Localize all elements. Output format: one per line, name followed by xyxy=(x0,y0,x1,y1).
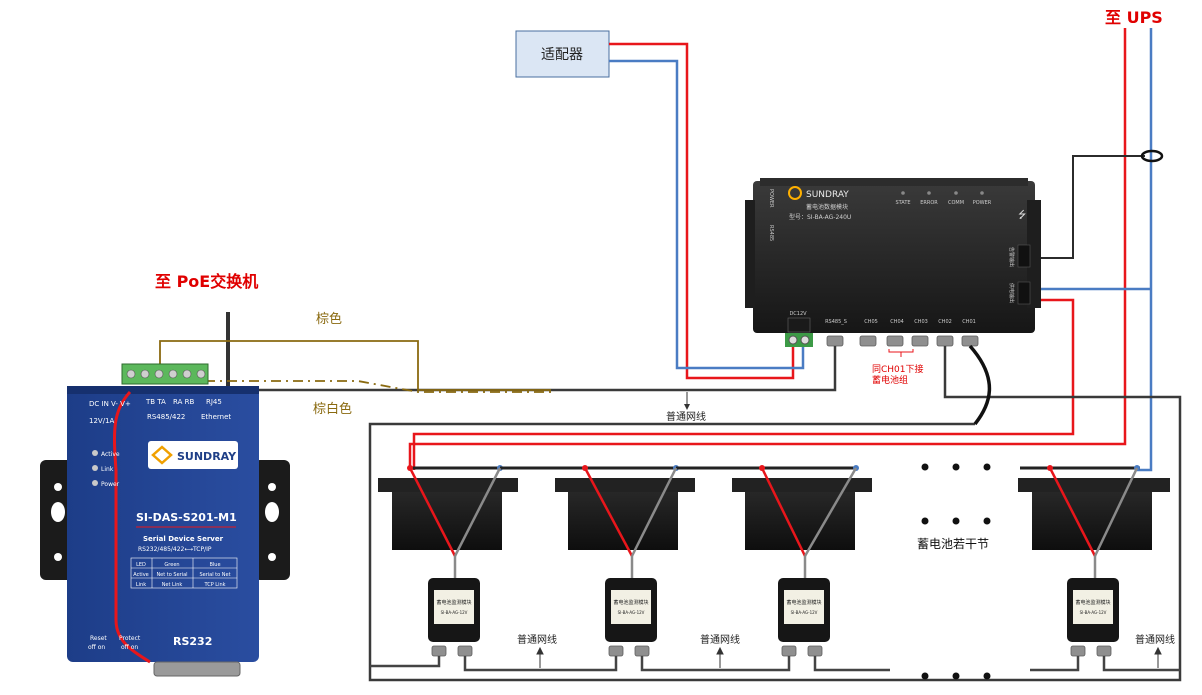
collector-plugs xyxy=(826,335,979,347)
server-terminal-label: TB TA xyxy=(145,398,166,406)
collector-power-out-label: 供电输出 xyxy=(1008,283,1015,303)
cable-arrow-top xyxy=(684,392,690,410)
sensor-2-name: 蓄电池监测模块 xyxy=(613,599,648,606)
network-cable-label-1: 普通网线 xyxy=(517,633,557,646)
server-brand: SUNDRAY xyxy=(177,450,237,463)
collector-dc-label: DC12V xyxy=(789,311,807,317)
server-reset-state: off on xyxy=(88,644,105,651)
server-led-link: Link xyxy=(101,466,114,473)
daisy-chain-cables xyxy=(370,656,1180,672)
ups-wires xyxy=(408,28,1153,472)
poe-switch-label: 至 PoE交换机 xyxy=(155,272,258,291)
brown-label: 棕色 xyxy=(316,311,342,327)
serial-device-server: DC IN V- V+ 12V/1A TB TA RA RB RJ45 RS48… xyxy=(40,363,290,677)
port-ch05: CH05 xyxy=(864,319,878,325)
server-rating: 12V/1A xyxy=(89,417,115,425)
sensor-wires xyxy=(408,467,1139,578)
collector-led-error: ERROR xyxy=(920,200,938,206)
sensor-module-n: 蓄电池监测模块 SI-BA-AG-12V xyxy=(1067,578,1119,642)
collector-led-power: POWER xyxy=(973,200,992,206)
server-table-r1c2: Serial to Net xyxy=(199,572,230,578)
network-cable-label-2: 普通网线 xyxy=(700,633,740,646)
sensor-n-model: SI-BA-AG-12V xyxy=(1080,610,1107,615)
server-table-r2c2: TCP Link xyxy=(203,582,225,588)
rs485-wires xyxy=(159,340,551,393)
server-protocol: RS232/485/422⟷TCP/IP xyxy=(138,546,212,553)
collector-led-comm: COMM xyxy=(948,200,964,206)
brown-white-label: 棕白色 xyxy=(313,401,352,417)
adapter-label: 适配器 xyxy=(541,47,583,63)
server-led-power: Power xyxy=(101,481,120,488)
collector-model: 型号：SI-BA-AG-240U xyxy=(789,213,851,221)
battery-bank: 蓄电池若干节 xyxy=(378,463,1170,680)
port-ch01: CH01 xyxy=(962,319,976,325)
server-rs232-label: RS232 xyxy=(173,635,212,648)
port-ch03: CH03 xyxy=(914,319,928,325)
cable-clamp xyxy=(1140,149,1164,163)
server-ethernet-label: Ethernet xyxy=(201,413,231,421)
server-table-r2c1: Net Link xyxy=(162,582,183,588)
battery-n xyxy=(1018,465,1170,550)
dc-terminal xyxy=(785,333,813,347)
port-ch02: CH02 xyxy=(938,319,952,325)
sensor-1-name: 蓄电池监测模块 xyxy=(436,599,471,606)
server-table-h0: LED xyxy=(136,562,146,568)
ch01-note-line1: 同CH01下接 xyxy=(872,363,924,375)
ups-label: 至 UPS xyxy=(1105,8,1163,27)
sensor-plugs xyxy=(431,645,1112,657)
collector-port-power: POWER xyxy=(768,189,774,208)
collector-name: 蓄电池数据模块 xyxy=(806,203,848,211)
battery-2 xyxy=(500,465,695,550)
server-reset-label: Reset xyxy=(90,635,107,642)
power-adapter: 适配器 xyxy=(515,30,610,78)
server-table-r2c0: Link xyxy=(136,582,146,588)
ellipsis-dots xyxy=(921,463,991,680)
sensor-1-model: SI-BA-AG-12V xyxy=(441,610,468,615)
sensor-2-model: SI-BA-AG-12V xyxy=(618,610,645,615)
battery-group-label: 蓄电池若干节 xyxy=(917,537,989,551)
server-rs485-label: RS485/422 xyxy=(147,413,185,421)
collector-port-rs485: RS485 xyxy=(768,225,774,241)
sensor-n-name: 蓄电池监测模块 xyxy=(1075,599,1110,606)
sensor-module-2: 蓄电池监测模块 SI-BA-AG-12V xyxy=(605,578,657,642)
battery-3 xyxy=(676,465,872,550)
collector-led-state: STATE xyxy=(895,200,910,206)
sensor-3-model: SI-BA-AG-12V xyxy=(791,610,818,615)
usb-icon: ⭍ xyxy=(1018,209,1026,221)
server-model: SI-DAS-S201-M1 xyxy=(136,511,237,524)
server-table-h1: Green xyxy=(164,562,179,568)
server-led-active: Active xyxy=(101,451,120,458)
ch01-note-line2: 蓄电池组 xyxy=(872,374,908,386)
server-terminal-label-2: RA RB xyxy=(173,398,194,406)
battery-collector-module: SUNDRAY 蓄电池数据模块 型号：SI-BA-AG-240U POWER R… xyxy=(745,178,1041,333)
server-protect-state: off on xyxy=(121,644,138,651)
server-subtitle: Serial Device Server xyxy=(143,535,224,543)
ch-bracket xyxy=(888,349,914,357)
collector-brand: SUNDRAY xyxy=(806,190,849,200)
sensor-module-3: 蓄电池监测模块 SI-BA-AG-12V xyxy=(778,578,830,642)
sensor-module-1: 蓄电池监测模块 SI-BA-AG-12V xyxy=(428,578,480,642)
server-power-label: DC IN V- V+ xyxy=(89,400,131,408)
port-ch04: CH04 xyxy=(890,319,904,325)
server-table-h2: Blue xyxy=(209,562,220,568)
collector-alarm-label: 告警输出 xyxy=(1008,247,1015,267)
network-cable-label-top: 普通网线 xyxy=(666,410,706,423)
port-rs485-s: RS485_S xyxy=(825,319,847,325)
server-table-r1c0: Active xyxy=(133,572,148,578)
adapter-wires xyxy=(609,42,805,380)
server-protect-label: Protect xyxy=(119,635,141,642)
sensor-3-name: 蓄电池监测模块 xyxy=(786,599,821,606)
cable-arrows-bottom xyxy=(536,646,1162,668)
server-table-r1c1: Net to Serial xyxy=(156,572,187,578)
battery-1 xyxy=(378,465,518,550)
server-led-table xyxy=(130,557,238,589)
network-cable-label-3: 普通网线 xyxy=(1135,633,1175,646)
server-rj45-label: RJ45 xyxy=(206,398,222,406)
